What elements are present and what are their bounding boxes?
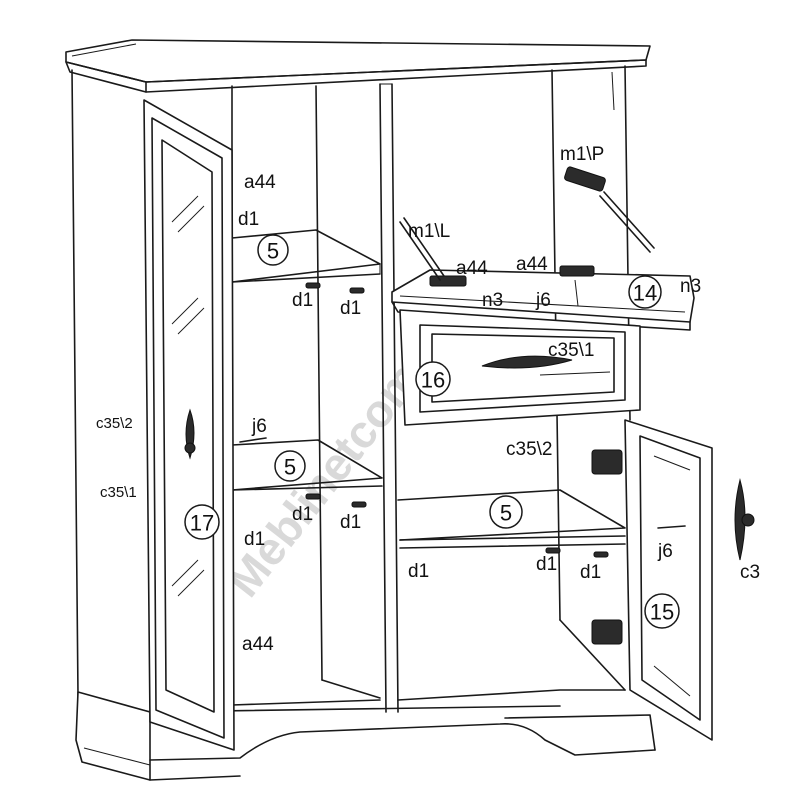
- label-c3-cut: c3: [740, 562, 760, 583]
- label-c35-2-left: c35\2: [96, 415, 133, 432]
- plinth: [75, 691, 656, 781]
- label-a44-flap-1: a44: [456, 258, 488, 279]
- shelf-middle-left: [231, 439, 383, 491]
- label-n3-right: n3: [680, 276, 701, 297]
- label-d1-pin-2: d1: [340, 298, 361, 319]
- label-c35-1-drawer: c35\1: [548, 340, 594, 361]
- loose-handle-right: [734, 478, 755, 561]
- label-d1-right-lower: d1: [408, 561, 429, 582]
- label-m1-p: m1\P: [560, 144, 604, 165]
- label-d1-pin-3: d1: [292, 504, 313, 525]
- label-m1-l: m1\L: [408, 221, 450, 242]
- label-a44-top-left: a44: [244, 172, 276, 193]
- label-c35-2-right: c35\2: [506, 439, 552, 460]
- label-n3-flap: n3: [482, 290, 503, 311]
- label-j6-right: j6: [657, 541, 673, 562]
- label-d1-pin-1: d1: [292, 290, 313, 311]
- part-number-door-right: 15: [644, 593, 680, 629]
- svg-text:5: 5: [267, 239, 279, 264]
- part-number-drawer: 16: [415, 361, 451, 397]
- part-number-flap: 14: [628, 275, 662, 309]
- label-c35-1-left: c35\1: [100, 484, 137, 501]
- left-glass-door: [143, 99, 235, 751]
- label-j6-left: j6: [251, 416, 267, 437]
- svg-text:16: 16: [421, 368, 445, 393]
- label-d1-left-lower: d1: [244, 529, 265, 550]
- cabinet-top: [65, 39, 651, 93]
- part-number-shelf-middle: 5: [274, 450, 306, 482]
- svg-text:15: 15: [650, 600, 674, 625]
- right-door: [591, 419, 713, 741]
- drawer: [399, 309, 641, 426]
- shelf-right: [397, 489, 626, 549]
- watermark: Meblinetcom: [217, 353, 431, 607]
- lid-stays: [399, 166, 655, 281]
- svg-text:14: 14: [633, 281, 657, 306]
- part-number-door-left: 17: [184, 504, 220, 540]
- label-a44-flap-2: a44: [516, 254, 548, 275]
- label-d1-pin-4: d1: [340, 512, 361, 533]
- label-j6-flap: j6: [535, 290, 551, 311]
- part-number-shelf-right: 5: [489, 495, 523, 529]
- part-number-shelf-upper: 5: [257, 234, 289, 266]
- shelf-upper-left: [231, 229, 381, 283]
- label-d1-pin-5: d1: [536, 554, 557, 575]
- label-a44-bottom-left: a44: [242, 634, 274, 655]
- label-d1-pin-6: d1: [580, 562, 601, 583]
- label-d1-shelf-top: d1: [238, 209, 259, 230]
- shelf-pins: [239, 282, 609, 558]
- left-side-panel: [71, 69, 151, 713]
- svg-text:17: 17: [190, 511, 214, 536]
- svg-text:5: 5: [500, 501, 512, 526]
- svg-text:5: 5: [284, 455, 296, 480]
